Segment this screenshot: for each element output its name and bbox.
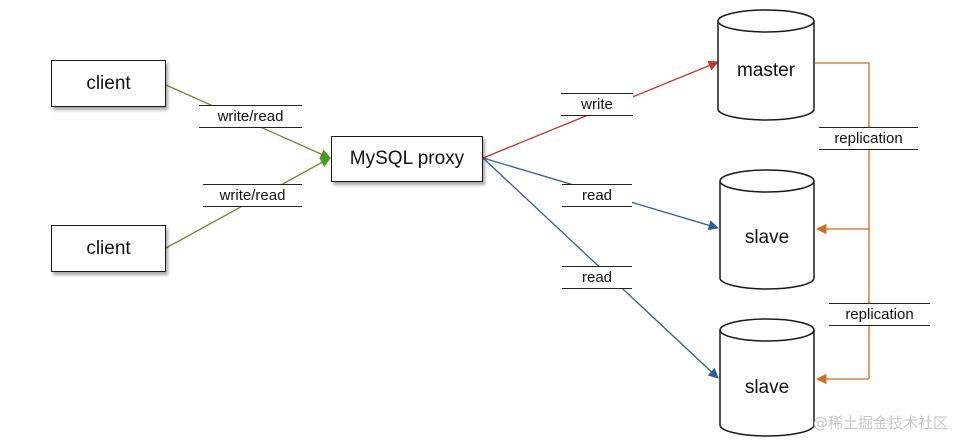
slave-db-label-top: slave [744, 227, 790, 248]
edge-label-replication-bottom: replication [829, 303, 930, 326]
db-cylinder-slave-bottom [719, 318, 815, 437]
mysql-proxy-node: MySQL proxy [331, 136, 483, 182]
master-db-label: master [736, 60, 796, 81]
client-node-bottom: client [51, 225, 166, 272]
db-cylinder-slave-top [719, 169, 815, 290]
db-cylinder-master [717, 9, 815, 121]
edge-label-client-top: write/read [199, 105, 302, 128]
client-node-top: client [51, 60, 166, 107]
edge-label-read-bottom: read [562, 266, 632, 289]
watermark: @稀土掘金技术社区 [812, 414, 948, 432]
slave-db-label-bottom: slave [744, 377, 790, 398]
edge-label-client-bottom: write/read [203, 184, 302, 207]
edge-label-read-top: read [562, 184, 632, 207]
edge-label-replication-top: replication [819, 127, 918, 150]
edge-label-write: write [561, 93, 633, 116]
edge-replication-trunk [815, 62, 870, 379]
